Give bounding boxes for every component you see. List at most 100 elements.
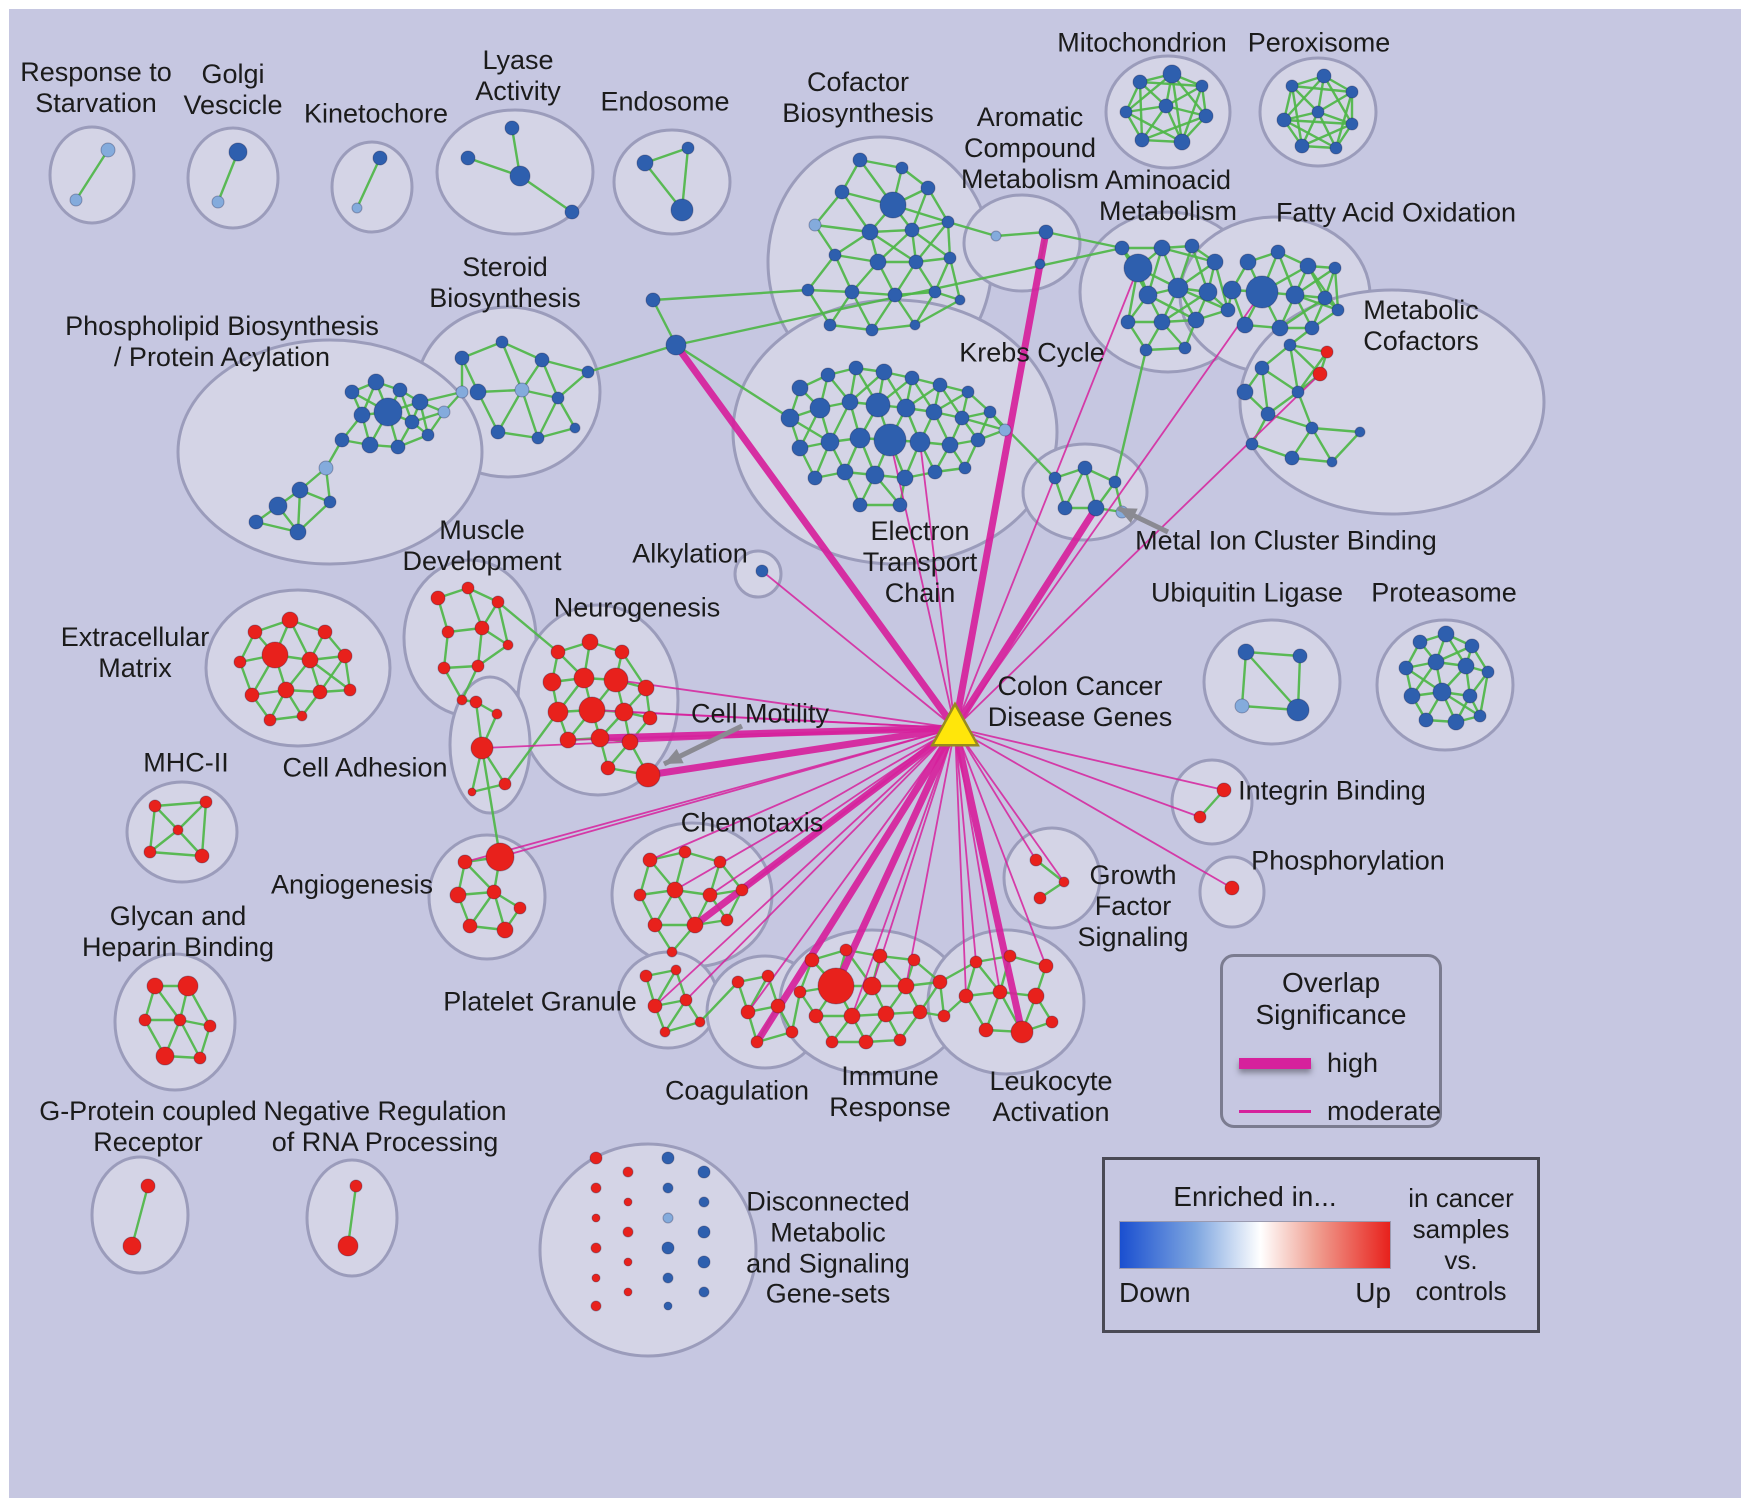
gene-set-node	[591, 1273, 601, 1283]
gene-set-node	[172, 824, 184, 836]
gene-set-node	[661, 1151, 675, 1165]
gene-set-node	[635, 762, 661, 788]
gene-set-overlap-edge	[948, 257, 962, 301]
gene-set-node	[912, 1004, 928, 1020]
gene-set-node	[203, 1019, 217, 1033]
gene-set-overlap-edge	[995, 230, 1047, 238]
cluster-label-metal-ion-cluster-binding: Metal Ion Cluster Binding	[1135, 525, 1437, 556]
gene-set-overlap-edge	[961, 416, 1006, 432]
gene-set-node	[1123, 253, 1153, 283]
gene-set-overlap-edge	[1260, 367, 1270, 415]
gene-set-node	[343, 683, 357, 697]
disease-overlap-link-high	[644, 724, 959, 779]
cluster-label-phosphorylation: Phosphorylation	[1251, 845, 1445, 876]
gene-set-node	[1285, 79, 1299, 93]
links-layer	[464, 228, 1321, 1046]
gene-set-overlap-edge	[1283, 118, 1337, 150]
gene-set-node	[817, 967, 855, 1005]
gene-set-node	[1283, 338, 1297, 352]
gene-set-node	[318, 460, 334, 476]
gene-set-node	[1027, 987, 1045, 1005]
gene-set-overlap-edge	[1245, 650, 1301, 658]
gene-set-node	[504, 120, 520, 136]
enrichment-gradient-ends: Down Up	[1119, 1277, 1391, 1309]
gene-set-node	[622, 1166, 634, 1178]
gene-set-overlap-edge	[1279, 297, 1326, 329]
gene-set-node	[1237, 643, 1255, 661]
disease-overlap-link-moderate	[954, 373, 1321, 729]
hub-layer	[930, 701, 980, 747]
gene-set-overlap-edge	[1310, 427, 1334, 463]
cluster-ellipse-golgi-vescicle	[186, 126, 280, 230]
gene-set-node	[323, 495, 337, 509]
gene-set-node	[590, 1300, 602, 1312]
gene-set-overlap-edge	[1063, 467, 1087, 509]
gene-set-node	[1271, 319, 1289, 337]
disease-overlap-link-moderate	[709, 727, 956, 896]
gene-set-node	[498, 777, 512, 791]
gene-set-node	[877, 1005, 895, 1023]
gene-set-node	[155, 1046, 175, 1066]
gene-set-node	[662, 1212, 674, 1224]
cluster-label-disconnected-gene-sets: Disconnected Metabolic and Signaling Gen…	[746, 1186, 910, 1309]
gene-set-node	[623, 1197, 633, 1207]
gene-set-node	[670, 198, 694, 222]
gene-set-node	[698, 1286, 710, 1298]
gene-set-overlap-edge	[541, 358, 589, 374]
gene-set-overlap-edge	[1251, 442, 1293, 460]
gene-set-node	[937, 1009, 951, 1023]
gene-set-node	[834, 184, 850, 200]
gene-set-node	[261, 641, 289, 669]
gene-set-node	[1317, 290, 1333, 306]
cluster-label-steroid-biosynthesis: Steroid Biosynthesis	[429, 252, 581, 313]
gene-set-node	[1254, 360, 1270, 376]
gene-set-overlap-edge	[1317, 110, 1353, 126]
gene-set-node	[486, 884, 502, 900]
gene-set-node	[1345, 85, 1359, 99]
gene-set-node	[828, 248, 842, 262]
pointer-arrowhead-metal-ion-cluster-binding	[1118, 508, 1138, 523]
gene-set-node	[550, 644, 566, 660]
gene-set-node	[992, 984, 1008, 1000]
disease-overlap-link-moderate	[954, 267, 1139, 729]
cluster-label-extracellular-matrix: Extracellular Matrix	[60, 622, 210, 683]
gene-set-overlap-edge	[496, 389, 524, 433]
gene-set-node	[636, 154, 654, 172]
gene-set-overlap-edge	[814, 191, 843, 226]
gene-set-node	[1286, 698, 1310, 722]
gene-set-node	[1418, 712, 1434, 728]
gene-set-node	[603, 667, 629, 693]
gene-set-overlap-edge	[989, 411, 1056, 479]
gene-set-node	[1236, 383, 1254, 401]
gene-set-node	[1206, 253, 1224, 271]
gene-set-overlap-edge	[149, 850, 203, 858]
gene-set-node	[670, 964, 682, 976]
gene-set-node	[642, 710, 658, 726]
gene-set-node	[534, 352, 550, 368]
cluster-label-lyase-activity: Lyase Activity	[475, 45, 561, 106]
gene-set-node	[411, 393, 429, 411]
gene-set-node	[1432, 682, 1452, 702]
legend-enrichment-scale: Enriched in... Down Up	[1119, 1181, 1391, 1309]
cluster-ellipse-aromatic-compound-metabolism	[962, 193, 1082, 293]
gene-set-node	[281, 611, 299, 629]
disease-overlap-link-moderate	[464, 727, 956, 863]
gene-set-node	[666, 881, 684, 899]
gene-set-node	[920, 180, 936, 196]
gene-set-overlap-edge	[496, 601, 510, 646]
legend-enrichment-title: Enriched in...	[1173, 1181, 1337, 1212]
gene-set-node	[785, 1025, 799, 1039]
gene-set-node	[848, 360, 864, 376]
gene-set-node	[513, 901, 527, 915]
gene-set-node	[1193, 810, 1207, 824]
gene-set-node	[698, 1196, 710, 1208]
gene-set-node	[349, 1179, 363, 1193]
gene-set-overlap-edge	[756, 1030, 793, 1044]
gene-set-node	[460, 150, 476, 166]
gene-set-node	[825, 1035, 839, 1049]
gene-set-overlap-edge	[500, 341, 524, 391]
cluster-label-metabolic-cofactors: Metabolic Cofactors	[1363, 295, 1479, 356]
disease-overlap-link-high	[951, 228, 1050, 732]
gene-set-node	[301, 651, 319, 669]
gene-set-node	[740, 1004, 756, 1020]
